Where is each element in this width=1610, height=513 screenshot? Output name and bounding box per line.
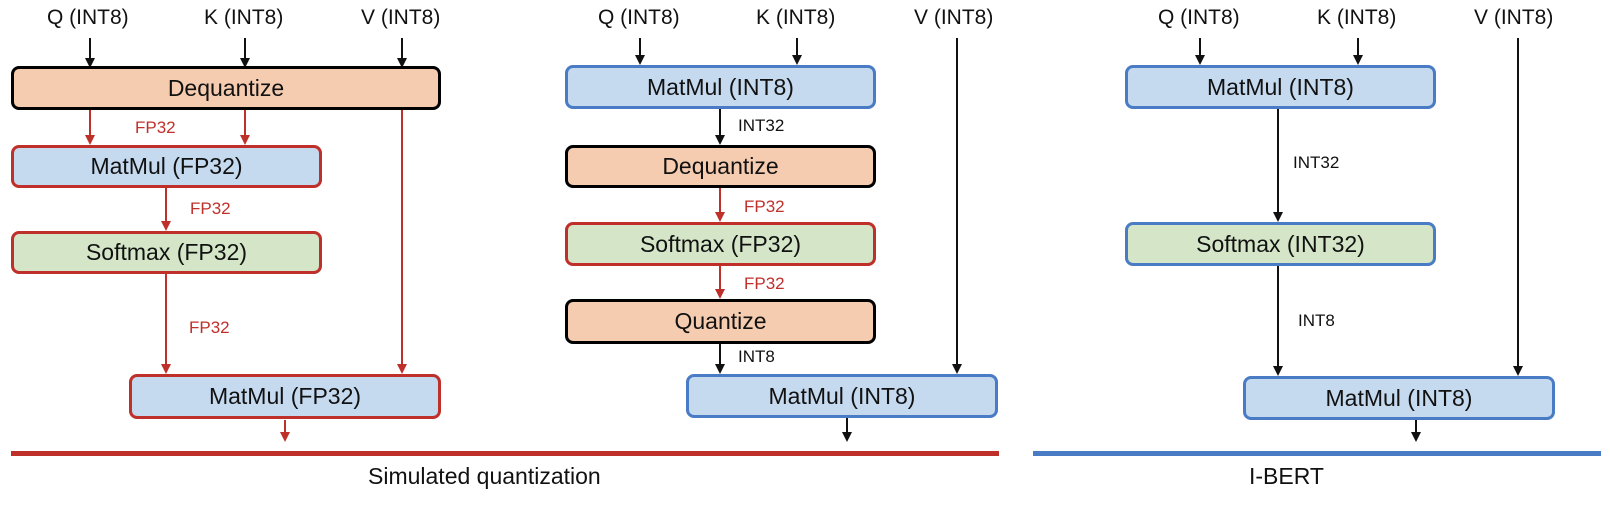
ibert-matmul2-int8-block: MatMul (INT8) [1243,376,1555,420]
sim-dequantize-block: Dequantize [11,66,441,110]
ibert-bar [1033,451,1601,456]
ibert-matmul-int8-block: MatMul (INT8) [1125,65,1436,109]
input-k-label: K (INT8) [204,6,284,29]
input-q-label: Q (INT8) [47,6,129,29]
sim-softmax-fp32-block: Softmax (FP32) [11,231,322,274]
input-v-label: V (INT8) [914,6,994,29]
ibert-int8-label: INT8 [1298,311,1335,330]
mid-int8-label: INT8 [738,347,775,366]
input-k-label: K (INT8) [1317,6,1397,29]
sim-matmul-fp32-block: MatMul (FP32) [11,145,322,188]
mid-quantize-block: Quantize [565,299,876,344]
simulated-quantization-caption: Simulated quantization [368,463,601,489]
mid-softmax-fp32-block: Softmax (FP32) [565,222,876,266]
mid-matmul2-int8-block: MatMul (INT8) [686,374,998,418]
mid-int32-label: INT32 [738,116,785,135]
input-k-label: K (INT8) [756,6,836,29]
input-q-label: Q (INT8) [598,6,680,29]
simulated-quantization-bar [11,451,999,456]
ibert-int32-label: INT32 [1293,153,1340,172]
ibert-softmax-int32-block: Softmax (INT32) [1125,222,1436,266]
sim-fp32-label: FP32 [190,199,231,218]
sim-matmul2-fp32-block: MatMul (FP32) [129,374,441,419]
ibert-caption: I-BERT [1249,463,1324,489]
mid-fp32-label: FP32 [744,197,785,216]
sim-fp32-label: FP32 [135,118,176,137]
mid-fp32-label: FP32 [744,274,785,293]
input-v-label: V (INT8) [1474,6,1554,29]
input-q-label: Q (INT8) [1158,6,1240,29]
mid-dequantize-block: Dequantize [565,145,876,188]
sim-fp32-label: FP32 [189,318,230,337]
mid-matmul-int8-block: MatMul (INT8) [565,65,876,109]
input-v-label: V (INT8) [361,6,441,29]
